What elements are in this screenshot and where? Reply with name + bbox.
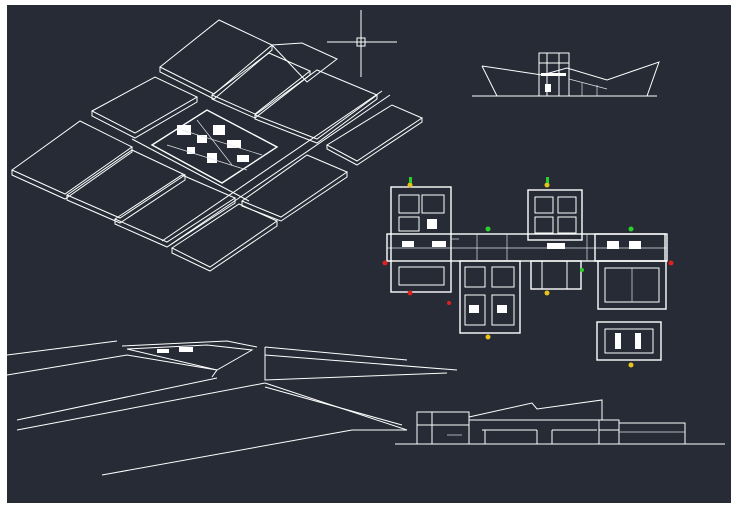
building-section-elevation [472,52,660,97]
crosshair-cursor-icon [327,10,397,77]
building-front-elevation [395,399,725,445]
site-building-cluster [150,109,279,184]
section-markers [382,177,674,368]
site-roads [131,90,391,246]
cad-viewport[interactable] [7,5,731,503]
drawing-canvas[interactable] [7,5,731,503]
perspective-view [7,340,458,476]
isometric-site-plan [11,19,424,272]
building-floor-plan [382,177,674,368]
canvas-background [7,5,731,503]
